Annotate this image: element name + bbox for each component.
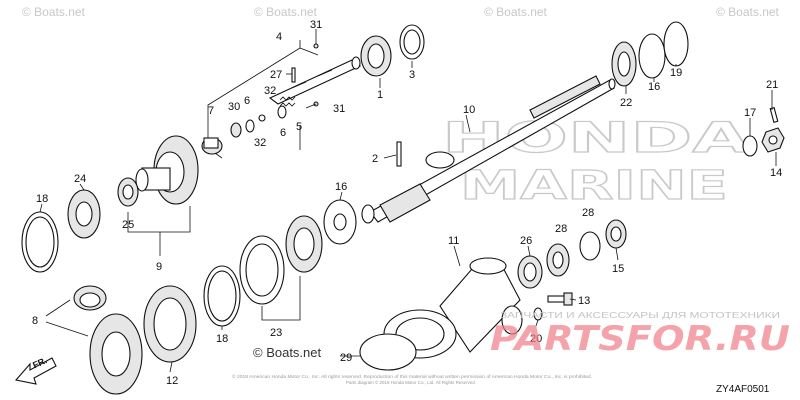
callout-32-bottom: 32 <box>254 137 266 149</box>
part-9-gear <box>135 135 199 205</box>
diagram-code: ZY4AF0501 <box>716 384 770 395</box>
part-31-ball-top <box>313 43 319 49</box>
callout-16-top: 16 <box>648 81 660 93</box>
callout-24: 24 <box>74 173 86 185</box>
callout-31-right: 31 <box>333 103 345 115</box>
part-13-bolt <box>547 292 573 306</box>
callout-8: 8 <box>32 315 38 327</box>
callout-10: 10 <box>463 104 475 116</box>
copyright-line-2: Parts diagram © 2018 Honda Motor Co., Lt… <box>346 379 476 385</box>
callout-15: 15 <box>612 263 624 275</box>
part-19-shim <box>663 21 689 67</box>
part-16-shim-top <box>638 33 666 79</box>
copyright-line-1: © 2018 American Honda Motor Co., Inc. Al… <box>232 373 592 379</box>
callout-21: 21 <box>766 79 778 91</box>
part-8-bevel-gear <box>89 313 143 395</box>
part-6-washer-right <box>277 105 287 119</box>
partsfor-tagline: ЗАПЧАСТИ И АКСЕССУАРЫ ДЛЯ МОТОТЕХНИКИ <box>500 310 780 320</box>
callout-14: 14 <box>770 167 782 179</box>
callout-1: 1 <box>377 89 383 101</box>
callout-3: 3 <box>409 69 415 81</box>
part-15-nut <box>605 219 627 249</box>
callout-25: 25 <box>122 219 134 231</box>
callout-4: 4 <box>276 31 282 43</box>
part-22-bearing <box>611 41 637 87</box>
part-28-shim-right <box>579 231 601 261</box>
callout-17: 17 <box>744 107 756 119</box>
part-23-bearing <box>239 215 323 305</box>
callout-20: 20 <box>530 333 542 345</box>
callout-18-bottom: 18 <box>216 333 228 345</box>
callout-6-left: 6 <box>244 95 250 107</box>
part-32-spring <box>279 96 296 107</box>
callout-29: 29 <box>340 352 352 364</box>
callout-30: 30 <box>228 101 240 113</box>
part-11-gear-case <box>383 257 523 359</box>
callout-6-right: 6 <box>280 127 286 139</box>
part-12-sleeve <box>143 285 197 363</box>
callout-28-left: 28 <box>555 223 567 235</box>
callout-16-mid: 16 <box>335 181 347 193</box>
part-26-bearing <box>517 255 543 289</box>
callout-23: 23 <box>270 327 282 339</box>
callout-22: 22 <box>620 97 632 109</box>
brand-marine: MARINE <box>460 163 728 209</box>
group-bracket-4 <box>207 40 301 148</box>
part-1-bearing <box>360 35 392 77</box>
leader-lines <box>39 29 777 373</box>
watermark-top-2: © Boats.net <box>254 5 318 19</box>
part-27-pin <box>291 67 296 83</box>
part-25-bearing <box>117 177 139 207</box>
callout-31-top: 31 <box>310 19 322 31</box>
callout-18-left: 18 <box>36 193 48 205</box>
callout-28-right: 28 <box>582 207 594 219</box>
group-bracket-9 <box>127 206 191 233</box>
partsfor-logo: PARTSFOR.RU <box>490 319 790 359</box>
part-29-o-ring <box>359 333 417 371</box>
callout-5: 5 <box>296 121 302 133</box>
watermark-bottom: © Boats.net <box>253 345 322 360</box>
callout-32-top: 32 <box>264 85 276 97</box>
watermark-top-3: © Boats.net <box>484 5 548 19</box>
callout-numbers: 31 4 27 1 3 19 7 30 6 32 5 32 6 31 10 22… <box>32 19 782 387</box>
part-7-cap <box>201 137 223 155</box>
part-10-driveshaft <box>361 75 616 224</box>
part-14-nut <box>761 127 785 153</box>
callout-9: 9 <box>156 261 162 273</box>
part-8-pinion-gear <box>73 285 107 311</box>
group-bracket-23 <box>261 276 301 321</box>
watermark-top-1: © Boats.net <box>22 5 86 19</box>
callout-26: 26 <box>520 235 532 247</box>
part-30-spacer <box>230 122 242 138</box>
part-2-pin <box>396 141 402 167</box>
callout-2: 2 <box>372 153 378 165</box>
callout-11: 11 <box>448 235 459 247</box>
part-4-shaft <box>268 56 362 105</box>
callout-27: 27 <box>270 69 282 81</box>
watermark-top-4: © Boats.net <box>716 5 780 19</box>
part-6-washer-left <box>245 119 255 133</box>
callout-12: 12 <box>166 375 178 387</box>
callout-13: 13 <box>578 295 590 307</box>
part-24-bearing <box>67 189 101 239</box>
part-32-ball-left <box>258 114 266 122</box>
front-direction-arrow: FR. <box>14 355 57 385</box>
part-28-bearing-left <box>546 243 570 277</box>
part-17-washer <box>742 135 758 157</box>
part-21-cotter-pin <box>769 107 779 123</box>
callout-19: 19 <box>670 67 682 79</box>
part-3-ring <box>399 24 425 60</box>
callout-7: 7 <box>208 105 214 117</box>
